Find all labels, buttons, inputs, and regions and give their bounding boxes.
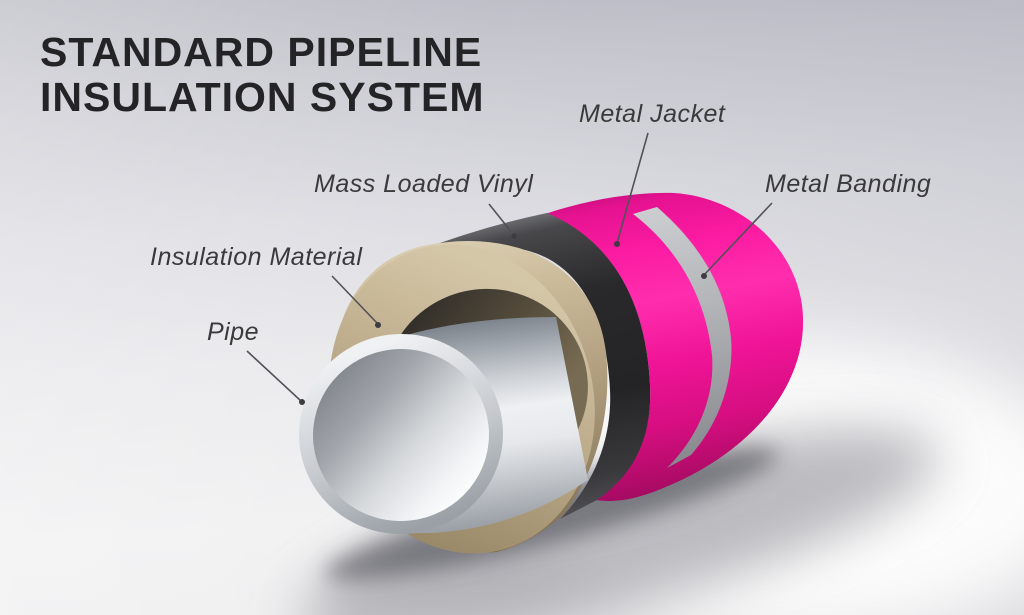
mass-loaded-vinyl-leader-dot — [511, 233, 517, 239]
page-title-line1: STANDARD PIPELINE — [40, 29, 483, 75]
insulation-material-leader-line — [331, 275, 378, 324]
mass-loaded-vinyl-leader-line — [488, 203, 514, 235]
leader-lines — [246, 132, 773, 402]
page-title-line2: INSULATION SYSTEM — [40, 74, 485, 120]
pipe-body-layer — [403, 317, 588, 534]
mass-loaded-vinyl-layer — [413, 213, 651, 519]
leader-dots — [299, 233, 707, 405]
label-mass-loaded-vinyl: Mass Loaded Vinyl — [314, 170, 534, 198]
metal-jacket-leader-line — [616, 132, 649, 244]
page-title: STANDARD PIPELINE INSULATION SYSTEM — [40, 30, 484, 120]
metal-banding-leader-line — [703, 202, 773, 276]
metal-banding-leader-dot — [701, 273, 707, 279]
label-metal-jacket: Metal Jacket — [579, 100, 726, 128]
pipe-leader-line — [246, 350, 302, 402]
label-metal-banding: Metal Banding — [765, 170, 932, 198]
pipe-leader-dot — [299, 399, 305, 405]
insulation-material-leader-dot — [375, 322, 381, 328]
pipe-inner-face — [313, 348, 489, 522]
label-pipe: Pipe — [207, 318, 260, 346]
metal-jacket-layer — [545, 192, 804, 501]
soft-shadow — [300, 428, 940, 615]
label-insulation-material: Insulation Material — [150, 243, 363, 271]
metal-jacket-leader-dot — [614, 241, 620, 247]
